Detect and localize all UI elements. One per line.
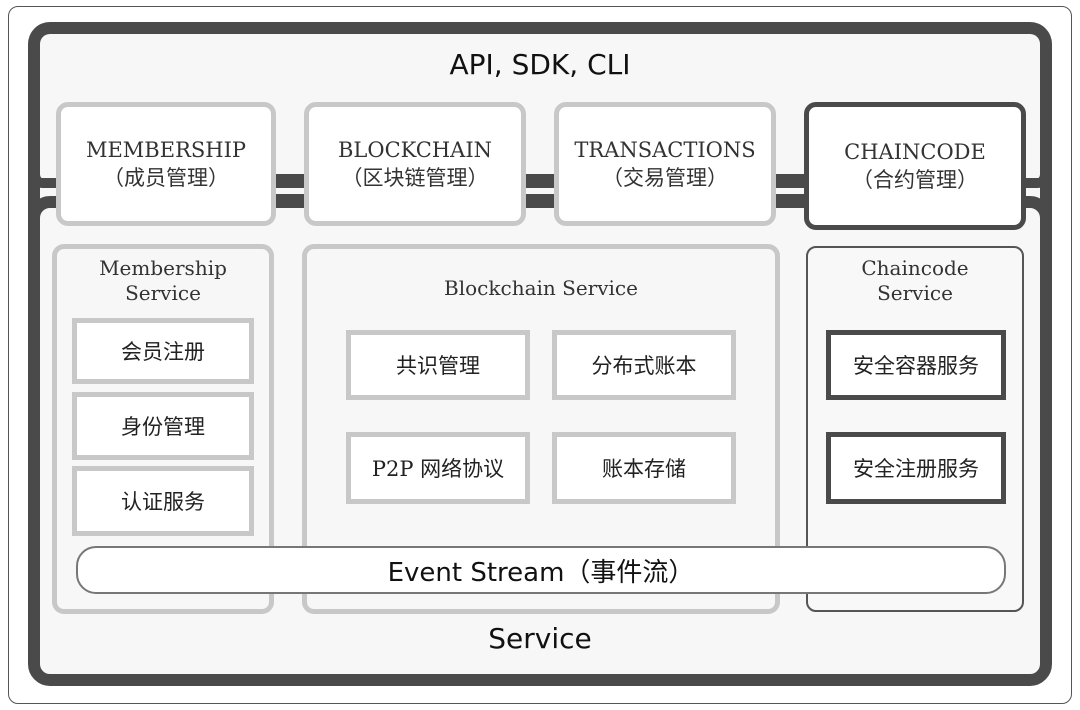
connector-bar [772,174,806,184]
panel-title-line: Service [125,281,201,305]
blockchain-item: 共识管理 [346,330,530,400]
chaincode-item: 安全容器服务 [826,330,1006,400]
module-subtitle: （合约管理） [852,168,978,192]
module-subtitle: （区块链管理） [341,166,489,190]
module-name: CHAINCODE [844,140,986,164]
event-stream-bar: Event Stream（事件流） [76,546,1006,594]
membership-item: 认证服务 [72,466,254,536]
connector-bar [272,174,306,184]
connector-bar [522,194,556,204]
module-name: TRANSACTIONS [574,138,756,162]
module-subtitle: （交易管理） [602,166,728,190]
module-subtitle: （成员管理） [103,166,229,190]
module-membership: MEMBERSHIP （成员管理） [56,102,276,226]
connector-bar [522,174,556,184]
panel-title-line: Chaincode [861,256,969,280]
blockchain-item: 账本存储 [552,432,736,504]
blockchain-item: 分布式账本 [552,330,736,400]
api-layer-title: API, SDK, CLI [449,48,631,81]
membership-service-title: Membership Service [52,256,274,306]
blockchain-item: P2P 网络协议 [346,432,530,504]
panel-title-line: Membership [99,256,227,280]
chaincode-service-title: Chaincode Service [806,256,1024,306]
module-name: BLOCKCHAIN [337,138,492,162]
connector-bar [772,194,806,204]
service-layer-title: Service [488,622,592,655]
module-blockchain: BLOCKCHAIN （区块链管理） [304,102,526,226]
chaincode-item: 安全注册服务 [826,432,1006,504]
membership-item: 会员注册 [72,318,254,384]
panel-title-line: Service [877,281,953,305]
module-transactions: TRANSACTIONS （交易管理） [554,102,776,226]
module-chaincode: CHAINCODE （合约管理） [804,102,1026,230]
blockchain-service-title: Blockchain Service [444,276,638,300]
connector-bar [272,194,306,204]
membership-item: 身份管理 [72,392,254,460]
module-name: MEMBERSHIP [85,138,247,162]
